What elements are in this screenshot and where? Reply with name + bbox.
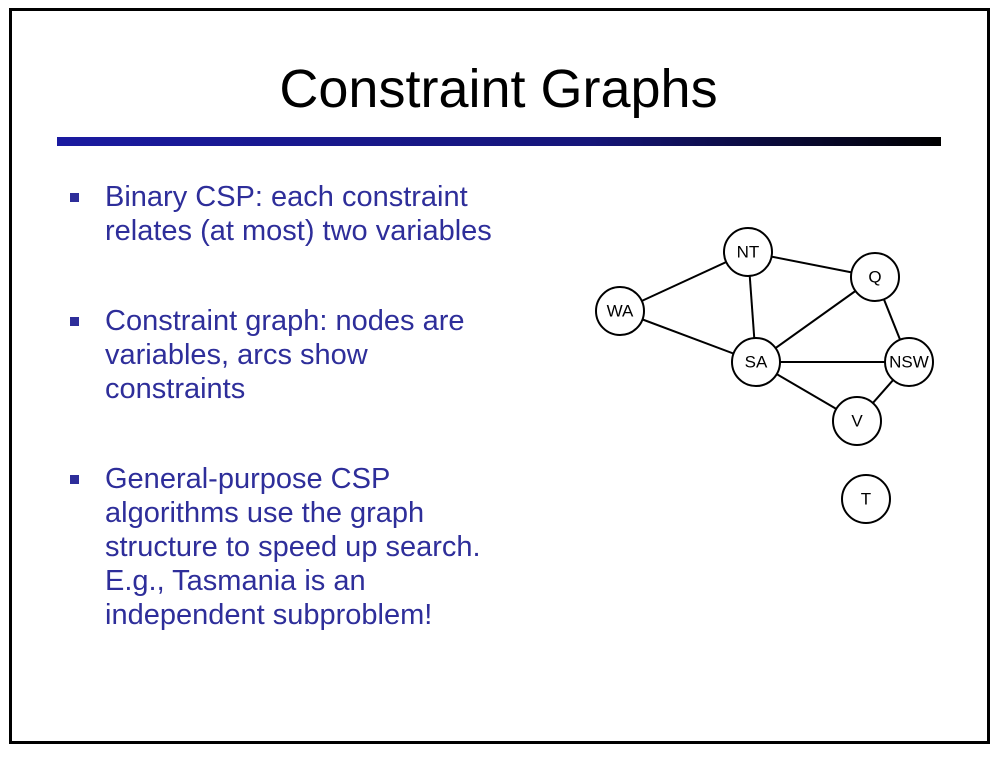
node-label: SA [745,353,768,372]
node-nsw: NSW [884,337,934,387]
node-label: WA [607,302,634,321]
slide-frame [9,8,990,744]
node-wa: WA [595,286,645,336]
node-circle [884,337,934,387]
bullet-text: Binary CSP: each constraint relates (at … [105,181,492,247]
node-label: NSW [889,353,929,372]
node-label: NT [737,243,760,262]
title-underline-bar [57,137,941,146]
node-circle [832,396,882,446]
bullet-text: General-purpose CSP algorithms use the g… [105,463,481,631]
square-bullet-icon [70,317,79,326]
node-v: V [832,396,882,446]
node-label: Q [868,268,881,287]
bullet-text: Constraint graph: nodes are variables, a… [105,305,465,405]
square-bullet-icon [70,475,79,484]
slide-title: Constraint Graphs [279,59,718,119]
node-nt: NT [723,227,773,277]
node-label: T [861,490,871,509]
node-circle [723,227,773,277]
node-label: V [851,412,863,431]
node-circle [595,286,645,336]
node-t: T [841,474,891,524]
square-bullet-icon [70,193,79,202]
node-sa: SA [731,337,781,387]
node-circle [850,252,900,302]
constraint-graph: WA NT Q SA NSW V T [595,227,934,524]
node-circle [841,474,891,524]
node-circle [731,337,781,387]
node-q: Q [850,252,900,302]
